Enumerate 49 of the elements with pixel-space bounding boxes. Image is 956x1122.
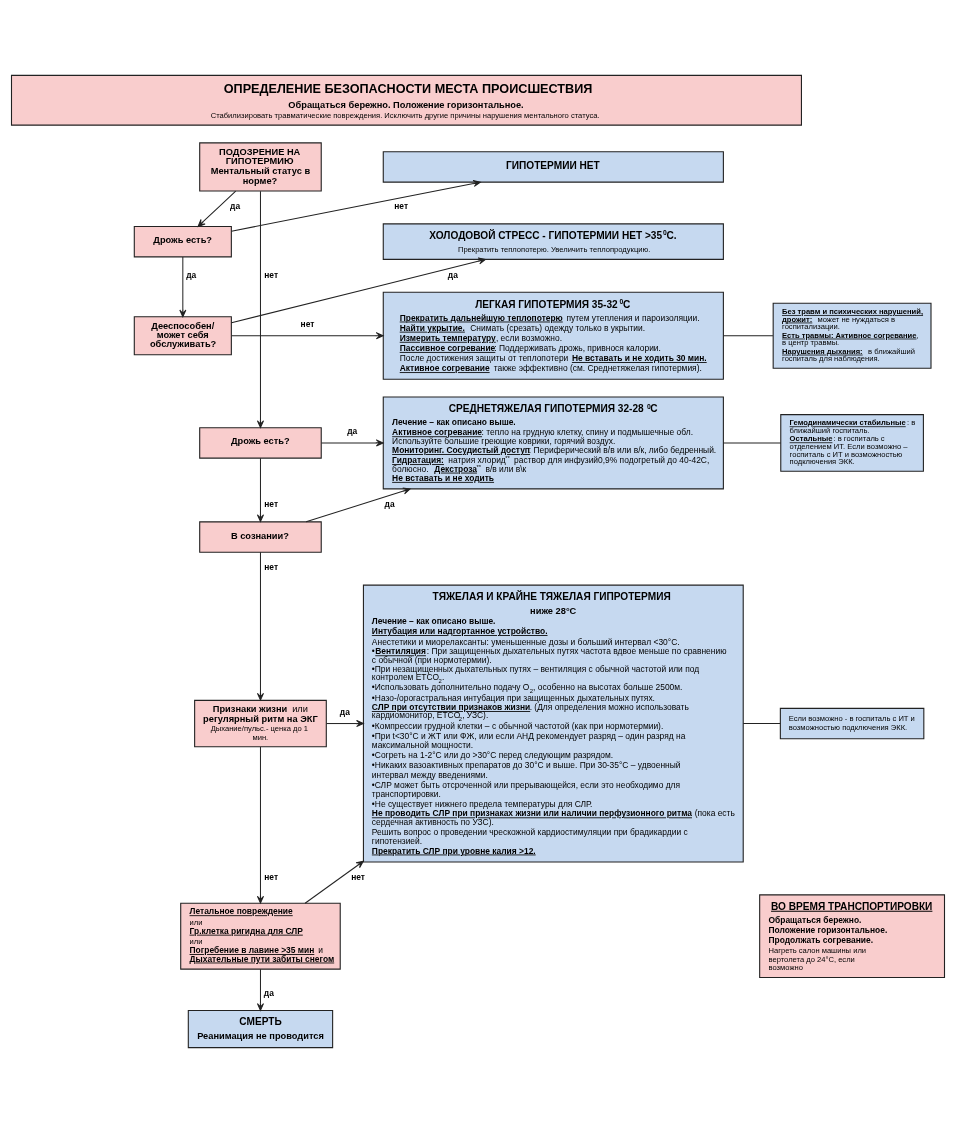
- node-box: ГИПОТЕРМИИ НЕТ: [382, 150, 724, 183]
- connector: [742, 722, 781, 724]
- node-box: Если возможно - в госпиталь с ИТ и возможностью подключения ЭКК.: [779, 707, 925, 739]
- arrow: [179, 255, 187, 317]
- node-box: Дрожь есть?: [133, 225, 232, 257]
- edge-label: да: [347, 425, 358, 436]
- node-box: СРЕДНЕТЯЖЕЛАЯ ГИПОТЕРМИЯ 32-28$^{0}$C Лечение – как описано выше. Активное согревание: тепло на грудную клетку, спину и подмышечные обл. Используйте большие греющие коврики, горячий воздух. Мониторинг. Сосудистый доступ: Периферический в/в или в/к, либо бедренный. Гидратация: натрия хлорид$^{**}$ раствор для инфузий0,9% подогретый до 40-42С, болюсно. Декстроза$^{**}$ в/в или в\к Не вставать и не ходить: [382, 395, 724, 489]
- edge-label: нет: [351, 871, 365, 882]
- node-box: ТЯЖЕЛАЯ И КРАЙНЕ ТЯЖЕЛАЯ ГИПРОТЕРМИЯ ниже 28°C Лечение – как описано выше. Интубация или надгортанное устройство. Анестетики и миорелаксанты: уменьшенные дозы и больший интервал <30°C. •Вентиляция: При защищенных дыхательных путях частота вдвое меньше по сравнению с обычной (при нормотермии). •При незащищенных дыхательных путях – вентиляция с обычной частотой или под контролем ETCO$_{2}$. •Использовать дополнительно подачу O$_{2}$, особенно на высотах больше 2500м. •Назо-/орогастральная интубация при защищенных дыхательных путях. СЛР при отсутствии признаков жизни. (Для определения можно использовать кардиомонитор, ETCO$_{2}$, УЗС). •Компрессии грудной клетки – с обычной частотой (как при нормотермии). •При t<30°C и ЖТ или ФЖ, или если АНД рекомендует разряд – один разряд на максимальной мощности. •Согреть на 1-2°C или до >30°C перед следующим разрядом. •Никаких вазоактивных препаратов до 30°C и выше. При 30-35°C – удвоенный интервал между введениями. •СЛР может быть отсроченной или прерывающейся, если это необходимо для транспортировки. •Не существует нижнего предела температуры для СЛР. Не проводить СЛР при признаках жизни или наличии перфузионного ритма (пока есть сердечная активность по УЗС). Решить вопрос о проведении чрескожной кардиостимуляции при брадикардии с гипотензией. Прекратить СЛР при уровне калия >12.: [362, 584, 744, 862]
- edge-label: да: [447, 269, 458, 280]
- arrow: [256, 457, 264, 522]
- arrow: [197, 190, 237, 227]
- edge-label: нет: [264, 871, 279, 882]
- node-box: Летальное повреждение или Гр.клетка ригидна для СЛР или Погребение в лавине >35 мин и Дыхательные пути забиты снегом: [180, 902, 341, 970]
- arrow: [231, 257, 487, 323]
- connector: [722, 334, 774, 336]
- node-box: В сознании?: [199, 520, 322, 553]
- connector: [722, 441, 782, 443]
- edge-label: нет: [264, 269, 279, 280]
- arrow: [256, 745, 264, 903]
- node-box: Признаки жизни или регулярный ритм на ЭКГ Дыхание/пульс.- ценка до 1 мин.: [194, 699, 327, 747]
- edge-label: нет: [264, 561, 279, 572]
- arrow: [256, 551, 264, 701]
- node-box: ХОЛОДОВОЙ СТРЕСС - ГИПОТЕРМИИ НЕТ >35$^{0}$C. Прекратить теплопотерю. Увеличить теплопродукцию.: [382, 222, 724, 260]
- arrow: [256, 968, 264, 1011]
- edge-label: да: [186, 269, 197, 280]
- node-box: ОПРЕДЕЛЕНИЕ БЕЗОПАСНОСТИ МЕСТА ПРОИСШЕСТВИЯ Обращаться бережно. Положение горизонтальное. Стабилизировать травматические повреждения. Исключить другие причины нарушения ментального статуса.: [10, 74, 802, 126]
- node-box: ПОДОЗРЕНИЕ НА ГИПОТЕРМИЮ Ментальный статус в норме?: [199, 141, 322, 192]
- arrow: [230, 179, 481, 232]
- arrow: [326, 719, 364, 727]
- edge-label: нет: [264, 498, 279, 509]
- node-box: ЛЕГКАЯ ГИПОТЕРМИЯ 35-32$^{0}$C Прекратить дальнейшую теплопотерю путем утепления и пароизоляции. Найти укрытие. Снимать (срезать) одежду только в укрытии. Измерить температуру, если возможно. Пассивное согревание: Поддерживать дрожь, привнося калории. После достижения защиты от теплопотери Не вставать и не ходить 30 мин. Активное согревание также эффективно (см. Среднетяжелая гипотермия).: [382, 291, 724, 380]
- edge-label: да: [263, 987, 274, 998]
- edge-label: да: [384, 498, 395, 509]
- arrow: [304, 860, 364, 904]
- arrow: [256, 190, 264, 428]
- node-box: СМЕРТЬ Реанимация не проводится: [187, 1009, 334, 1048]
- node-box: Дееспособен/ может себя обслуживать?: [133, 315, 232, 355]
- edge-label: да: [339, 706, 350, 717]
- node-box: ВО ВРЕМЯ ТРАНСПОРТИРОВКИ Обращаться бережно. Положение горизонтальное. Продолжать согревание. Нагреть салон машины или вертолета до 24°C, если возможно: [759, 893, 946, 978]
- arrow: [305, 487, 411, 522]
- edge-label: нет: [394, 200, 409, 211]
- arrow: [231, 331, 384, 339]
- edge-label: да: [230, 200, 241, 211]
- node-box: Дрожь есть?: [199, 426, 322, 459]
- node-box: Без травм и психических нарушений, дрожит: может не нуждаться в госпитализации. Есть травмы: Активное согревание, в центр травмы. Нарушения дыхания: в ближайший госпиталь для наблюдения.: [772, 302, 932, 369]
- node-box: Гемодинамически стабильные: в ближайший госпиталь. Остальные: в госпиталь с отделением ИТ. Если возможно – госпиталь с ИТ и возможностью подключения ЭКК.: [780, 413, 924, 472]
- arrow: [321, 438, 384, 446]
- edge-label: нет: [300, 318, 315, 329]
